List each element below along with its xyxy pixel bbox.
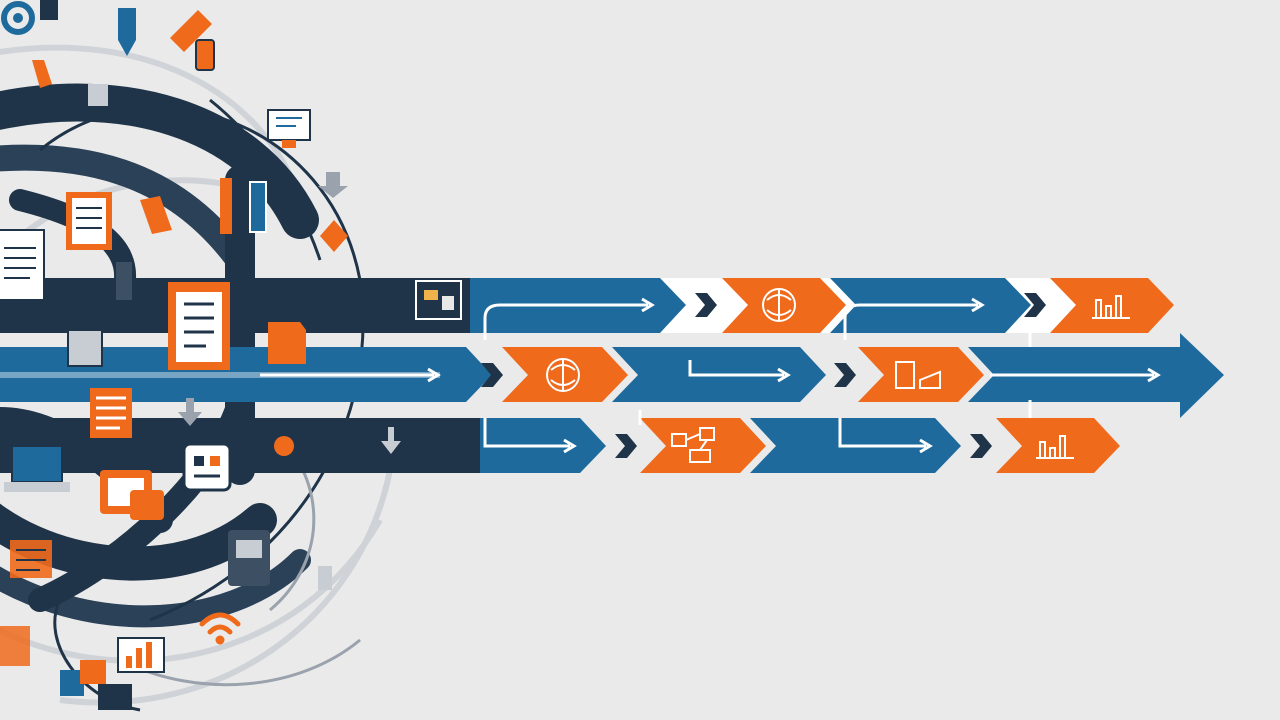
monitor-icon [267,109,311,148]
small-gray-icons [40,0,348,590]
notes-icon [90,388,132,438]
stacked-card-icon [100,470,164,520]
bottom-small-chevron-2 [970,434,992,458]
folder-icon [268,322,306,364]
chip-icon [228,530,270,586]
middle-orange-chevron-1 [502,347,628,402]
orange-shape-icon [32,60,348,252]
bottom-orange-chevron-2 [996,418,1120,473]
top-small-chevron-1 [695,293,717,317]
bar-chart-icon [117,637,165,673]
download-icon [381,427,401,454]
top-lane-navy-band [0,278,470,333]
laptop-icon [4,445,70,492]
bookmark-icon [118,8,136,56]
orange-document-icon [66,192,112,250]
robot-icon [182,442,232,492]
middle-orange-chevron-2 [858,347,984,402]
middle-small-chevron-1 [481,363,503,387]
middle-small-chevron-2 [834,363,856,387]
wifi-icon [199,612,241,645]
middle-factory-chart-icon [895,361,941,389]
pencil-icon [170,10,215,71]
bottom-bar-chart-icon [1036,435,1074,459]
gear-icon [1,1,35,35]
image-frame-icon [415,280,462,320]
lightbulb-icon [274,436,294,466]
bottom-workflow-icon [671,427,715,463]
middle-brain-icon [546,358,580,392]
top-bar-chart-icon [1092,295,1130,319]
connector-arrows [260,297,1161,454]
top-small-chevron-2 [1024,293,1046,317]
bottom-small-chevron-1 [615,434,637,458]
bottom-left-icons [0,626,132,710]
tools-icon [10,540,52,578]
top-brain-icon [762,288,796,322]
document-icon [0,229,45,301]
bottom-lane-navy-band [0,418,480,473]
clipboard-icon [168,282,230,370]
top-orange-chevron-1 [722,278,846,333]
